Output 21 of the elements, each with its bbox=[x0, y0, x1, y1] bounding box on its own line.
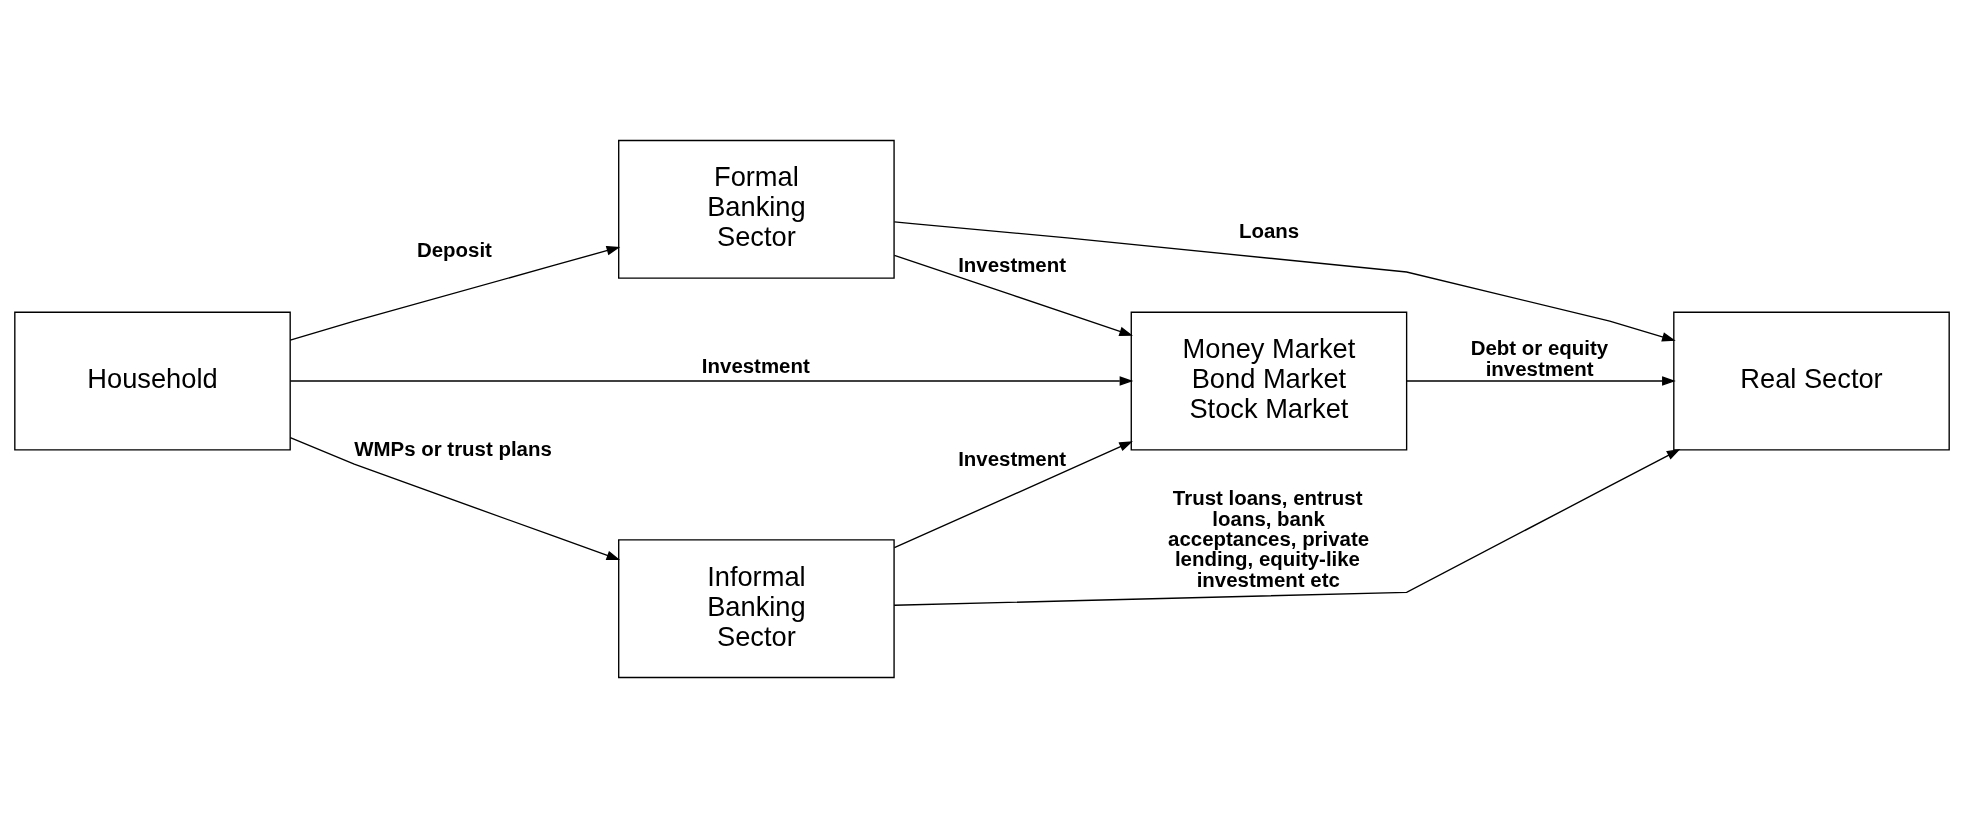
arrow bbox=[289, 375, 1134, 386]
node-box: Real Sector bbox=[1673, 311, 1950, 451]
arrow bbox=[893, 448, 1681, 606]
node-box: Formal Banking Sector bbox=[618, 139, 895, 279]
edge-label: Debt or equity investment bbox=[1470, 335, 1609, 380]
arrow bbox=[289, 245, 621, 341]
edge-label: Trust loans, entrust loans, bank acceptances, private lending, equity-like investment etc bbox=[1168, 485, 1370, 591]
edge-label: Investment bbox=[701, 353, 810, 377]
edge-label: Investment bbox=[958, 252, 1067, 276]
arrow bbox=[893, 254, 1133, 336]
edge-label: Deposit bbox=[416, 237, 492, 261]
arrow bbox=[893, 220, 1676, 341]
edge-label: WMPs or trust plans bbox=[354, 436, 552, 460]
arrow bbox=[893, 440, 1133, 548]
node-box: Household bbox=[14, 311, 291, 451]
arrow bbox=[1406, 375, 1676, 386]
edge-label: Investment bbox=[958, 446, 1067, 470]
node-box: Money Market Bond Market Stock Market bbox=[1130, 311, 1408, 451]
edge-label: Loans bbox=[1238, 218, 1300, 242]
node-box: Informal Banking Sector bbox=[618, 538, 895, 678]
arrow bbox=[289, 436, 621, 560]
